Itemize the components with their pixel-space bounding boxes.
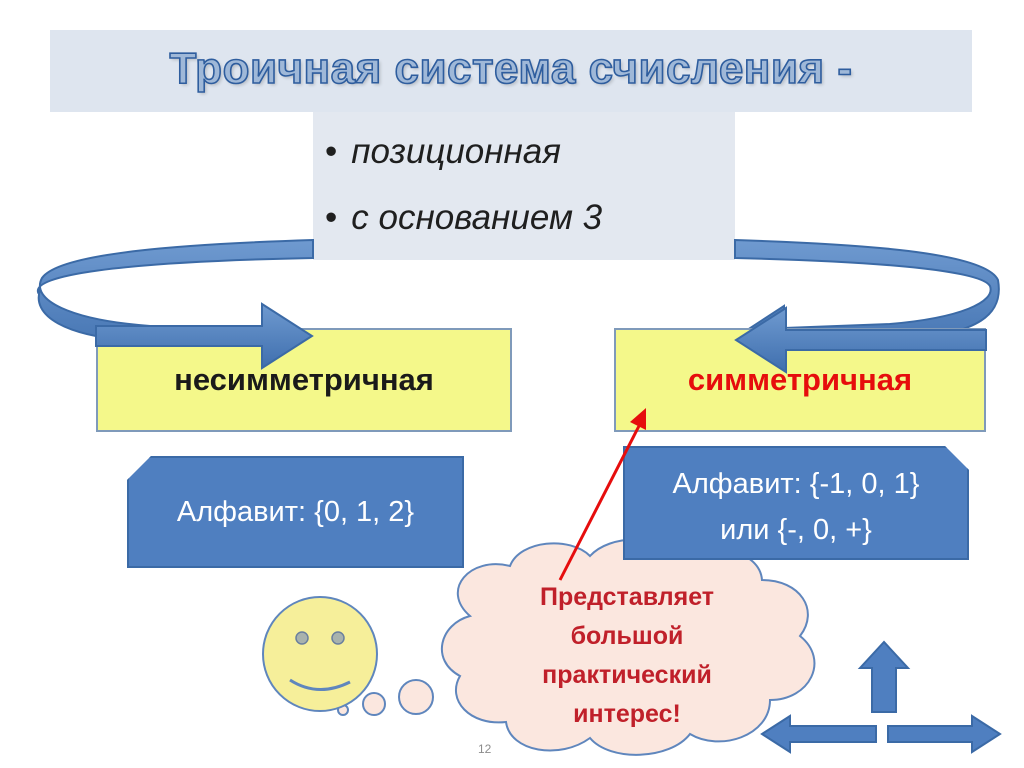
right-arrow-icon xyxy=(887,714,1002,754)
cloud-line: интерес! xyxy=(573,700,681,728)
cloud-line: Представляет xyxy=(539,583,715,611)
up-arrow-icon xyxy=(857,640,911,713)
slide-title: Троичная система счисления - xyxy=(169,43,853,94)
alphabet-box-symmetric: Алфавит: {-1, 0, 1} или {-, 0, +} xyxy=(623,446,969,560)
property-item: • с основанием 3 xyxy=(325,198,602,238)
bullet: • xyxy=(325,132,338,171)
property-positional: позиционная xyxy=(351,132,561,171)
alphabet-symmetric-line1: Алфавит: {-1, 0, 1} xyxy=(672,468,920,500)
alphabet-asymmetric-text: Алфавит: {0, 1, 2} xyxy=(176,495,415,528)
arrow-head-left-pointing-icon xyxy=(734,306,987,374)
cloud-line: большой xyxy=(570,622,684,650)
title-band: Троичная система счисления - xyxy=(50,30,972,112)
smiley-icon xyxy=(262,596,378,712)
properties-box: • позиционная • с основанием 3 xyxy=(313,112,735,260)
alphabet-box-asymmetric: Алфавит: {0, 1, 2} xyxy=(127,456,464,568)
alphabet-symmetric-line2: или {-, 0, +} xyxy=(720,514,872,546)
bullet: • xyxy=(325,198,338,237)
arrow-head-right-pointing-icon xyxy=(95,302,314,370)
symmetric-label: симметричная xyxy=(687,362,913,397)
cloud-text: Представляет большой практический интере… xyxy=(498,578,756,734)
cloud-line: практический xyxy=(542,661,712,689)
red-pointer-arrow-icon xyxy=(558,408,646,581)
property-base: с основанием 3 xyxy=(351,198,603,237)
slide-number: 12 xyxy=(478,742,492,756)
property-item: • позиционная xyxy=(325,132,561,172)
left-arrow-icon xyxy=(760,714,877,754)
thought-cloud-icon xyxy=(337,538,816,756)
asymmetric-label: несимметричная xyxy=(174,362,434,397)
